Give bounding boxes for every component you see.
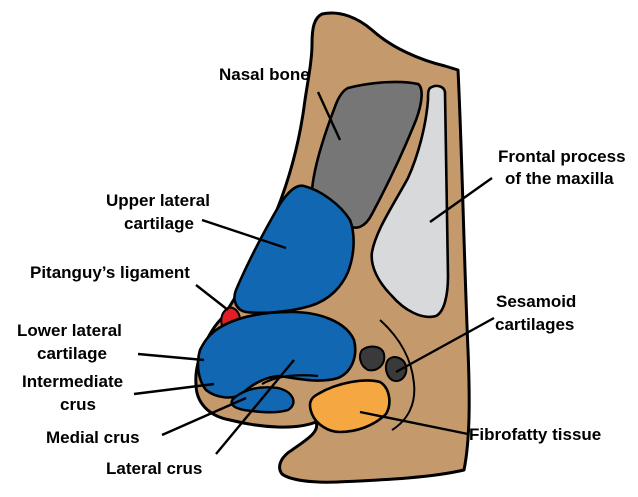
label-medial-crus: Medial crus [46, 428, 140, 447]
label-frontal-process-line2: of the maxilla [505, 169, 614, 188]
label-frontal-process-line1: Frontal process [498, 147, 626, 166]
label-lateral-crus: Lateral crus [106, 459, 202, 478]
label-pitanguys-ligament: Pitanguy’s ligament [30, 263, 190, 282]
label-intermediate-line2: crus [60, 395, 96, 414]
label-lower-lateral-line2: cartilage [37, 344, 107, 363]
label-intermediate-line1: Intermediate [22, 372, 123, 391]
leader-lower-lateral [138, 354, 204, 360]
label-sesamoid-line2: cartilages [495, 315, 574, 334]
label-lower-lateral-line1: Lower lateral [17, 321, 122, 340]
label-nasal-bone: Nasal bone [219, 65, 310, 84]
label-sesamoid-line1: Sesamoid [496, 292, 576, 311]
leader-pitanguy [196, 285, 228, 310]
label-fibrofatty-tissue: Fibrofatty tissue [469, 425, 601, 444]
sesamoid-cartilage-1 [360, 347, 384, 371]
label-upper-lateral-line2: cartilage [124, 214, 194, 233]
label-upper-lateral-line1: Upper lateral [106, 191, 210, 210]
